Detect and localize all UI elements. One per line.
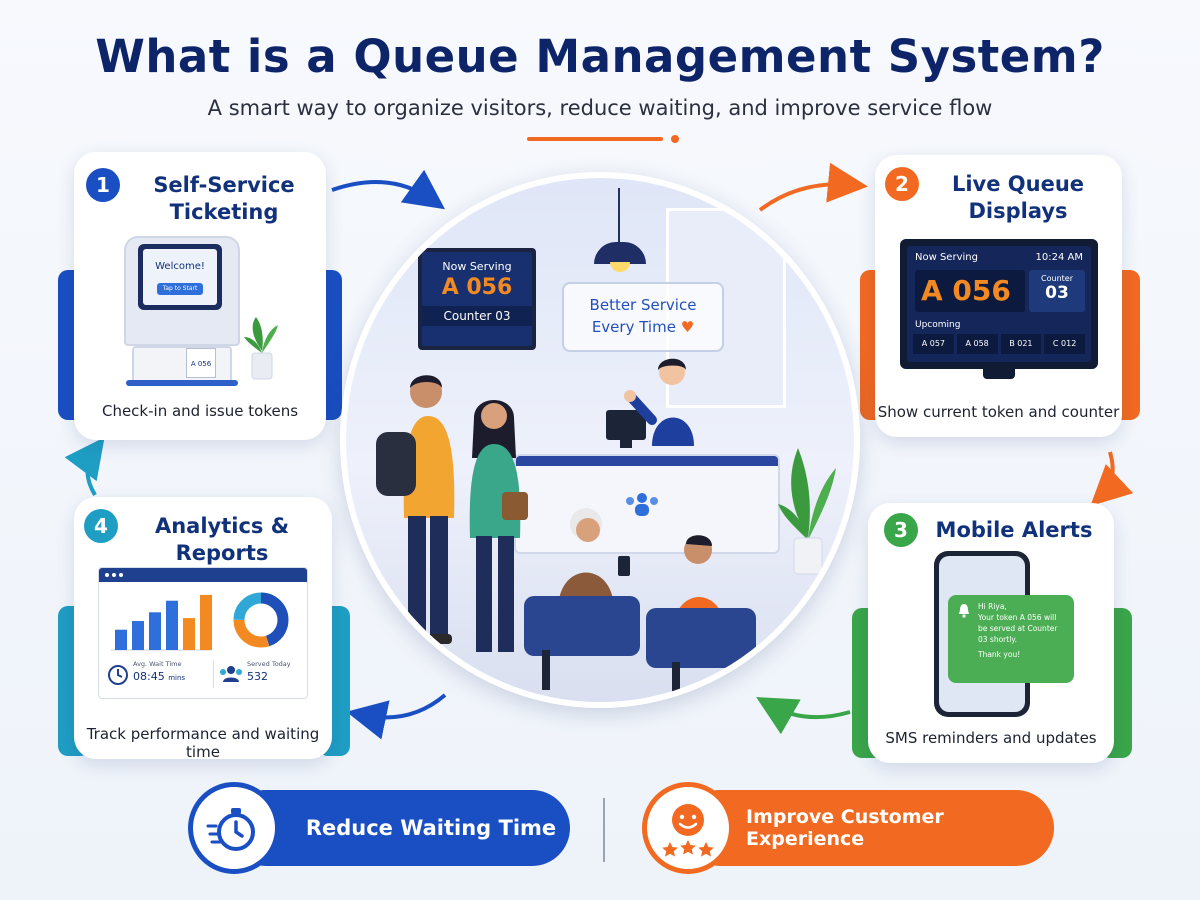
card-4-title: Analytics & Reports xyxy=(154,514,290,565)
page-title: What is a Queue Management System? xyxy=(95,30,1105,83)
card-analytics-reports: 4 Analytics & Reports Avg. Wait Time 08:… xyxy=(74,497,332,761)
card-2-title: Live Queue Displays xyxy=(951,172,1085,223)
card-2-caption: Show current token and counter xyxy=(877,403,1120,421)
sms-thanks: Thank you! xyxy=(978,650,1021,659)
service-counter xyxy=(514,454,780,554)
display-counter-label: Counter xyxy=(1041,274,1073,283)
lamp-icon xyxy=(594,242,646,264)
analytics-bar xyxy=(132,621,144,650)
card-live-queue-displays: 2 Live Queue Displays Now Serving 10:24 … xyxy=(875,155,1122,437)
clock-icon xyxy=(108,665,128,685)
display-token: A 056 xyxy=(915,270,1025,312)
people-icon xyxy=(626,493,658,516)
card-4-badge: 4 xyxy=(84,509,118,543)
upcoming-token: A 057 xyxy=(913,334,954,354)
benefit-1-icon xyxy=(188,782,280,874)
arrow-3-to-scene xyxy=(756,697,851,735)
benefit-2-icon xyxy=(642,782,734,874)
card-1-caption: Check-in and issue tokens xyxy=(101,402,299,420)
smiley-stars-icon xyxy=(662,804,714,857)
service-desk-scene: Now Serving A 056 Counter 03 Better Serv… xyxy=(340,172,860,708)
page-subtitle: A smart way to organize visitors, reduce… xyxy=(207,96,993,120)
bell-icon xyxy=(959,604,969,618)
card-1-badge: 1 xyxy=(86,168,120,202)
title-divider-dot xyxy=(671,135,679,143)
stopwatch-icon xyxy=(206,808,255,851)
queue-display-screen: Now Serving 10:24 AM A 056 Counter 03 Up… xyxy=(900,239,1098,369)
arrow-scene-to-2 xyxy=(758,162,868,212)
card-2-badge: 2 xyxy=(885,167,919,201)
kiosk-illustration: Welcome! Tap to Start A 056 xyxy=(124,236,240,386)
card-3-title: Mobile Alerts xyxy=(935,518,1093,542)
dashboard-stats: Avg. Wait Time 08:45 mins Served Today 5… xyxy=(107,660,303,690)
card-3-badge: 3 xyxy=(884,513,918,547)
donut-segment xyxy=(233,592,289,648)
sms-message: Your token A 056 will be served at Count… xyxy=(978,613,1058,644)
scene-counter: Counter 03 xyxy=(422,306,532,326)
sms-bubble: Hi Riya, Your token A 056 will be served… xyxy=(948,595,1074,683)
analytics-bar xyxy=(183,618,195,650)
arrow-1-to-scene xyxy=(331,169,446,210)
benefit-improve-experience: Improve Customer Experience xyxy=(682,790,1054,866)
visitor-man xyxy=(376,375,455,644)
sign-line-1: Better Service xyxy=(589,296,697,314)
plant-icon xyxy=(244,317,278,380)
scene-token: A 056 xyxy=(441,275,513,300)
display-upcoming-list: A 057 A 058 B 021 C 012 xyxy=(913,334,1085,354)
analytics-bar xyxy=(149,612,161,650)
display-counter-box: Counter 03 xyxy=(1029,270,1085,312)
stat-wait-value: 08:45 mins xyxy=(133,670,185,683)
waiting-seats xyxy=(524,508,756,692)
stat-served-label: Served Today xyxy=(247,660,291,668)
arrow-4-to-1 xyxy=(64,437,105,497)
sign-line-2: Every Time ♥ xyxy=(564,316,722,338)
kiosk-tap-button[interactable]: Tap to Start xyxy=(157,283,203,295)
donut-chart xyxy=(233,592,289,648)
sms-greeting: Hi Riya, xyxy=(978,602,1007,611)
analytics-bar xyxy=(200,594,212,650)
staff-member xyxy=(606,358,694,448)
display-time: 10:24 AM xyxy=(1035,252,1083,263)
kiosk-ticket: A 056 xyxy=(186,348,216,378)
upcoming-token: B 021 xyxy=(1000,334,1042,354)
arrow-2-to-3 xyxy=(1090,451,1134,506)
display-upcoming-label: Upcoming xyxy=(915,320,961,330)
display-stand xyxy=(983,369,1015,379)
users-icon xyxy=(220,666,242,682)
wait-value: 08:45 xyxy=(133,670,165,683)
visitor-woman xyxy=(469,400,528,652)
card-3-caption: SMS reminders and updates xyxy=(885,729,1097,747)
card-4-caption: Track performance and waiting time xyxy=(86,725,320,761)
scene-monitor: Now Serving A 056 Counter 03 xyxy=(418,248,536,350)
card-1-title: Self-Service Ticketing xyxy=(153,173,295,224)
analytics-bar xyxy=(115,629,127,650)
card-self-service-ticketing: 1 Self-Service Ticketing Welcome! Tap to… xyxy=(74,152,326,440)
arrow-scene-to-4 xyxy=(346,693,447,740)
stat-served-value: 532 xyxy=(247,670,268,683)
title-divider xyxy=(527,137,663,141)
upcoming-token: C 012 xyxy=(1044,334,1085,354)
donut-segment xyxy=(233,592,289,648)
upcoming-token: A 058 xyxy=(956,334,998,354)
analytics-bar xyxy=(166,600,178,650)
heart-icon: ♥ xyxy=(680,318,695,336)
benefits-divider xyxy=(603,798,605,862)
display-now-serving: Now Serving xyxy=(915,252,978,263)
dashboard-illustration: Avg. Wait Time 08:45 mins Served Today 5… xyxy=(98,567,308,699)
scene-plant xyxy=(778,448,836,575)
bar-chart xyxy=(111,594,212,651)
stat-wait-label: Avg. Wait Time xyxy=(133,660,182,668)
benefit-reduce-waiting: Reduce Waiting Time xyxy=(228,790,570,866)
lamp-bulb xyxy=(610,262,630,272)
wait-unit: mins xyxy=(168,674,186,682)
scene-now-serving: Now Serving xyxy=(442,260,512,273)
kiosk-welcome: Welcome! xyxy=(155,261,205,272)
better-service-sign: Better Service Every Time ♥ xyxy=(562,282,724,352)
lamp-cord xyxy=(618,188,620,244)
card-mobile-alerts: 3 Mobile Alerts Hi Riya, Your token A 05… xyxy=(868,503,1114,763)
display-counter-number: 03 xyxy=(1045,283,1069,303)
sign-line-2-text: Every Time xyxy=(591,318,676,336)
